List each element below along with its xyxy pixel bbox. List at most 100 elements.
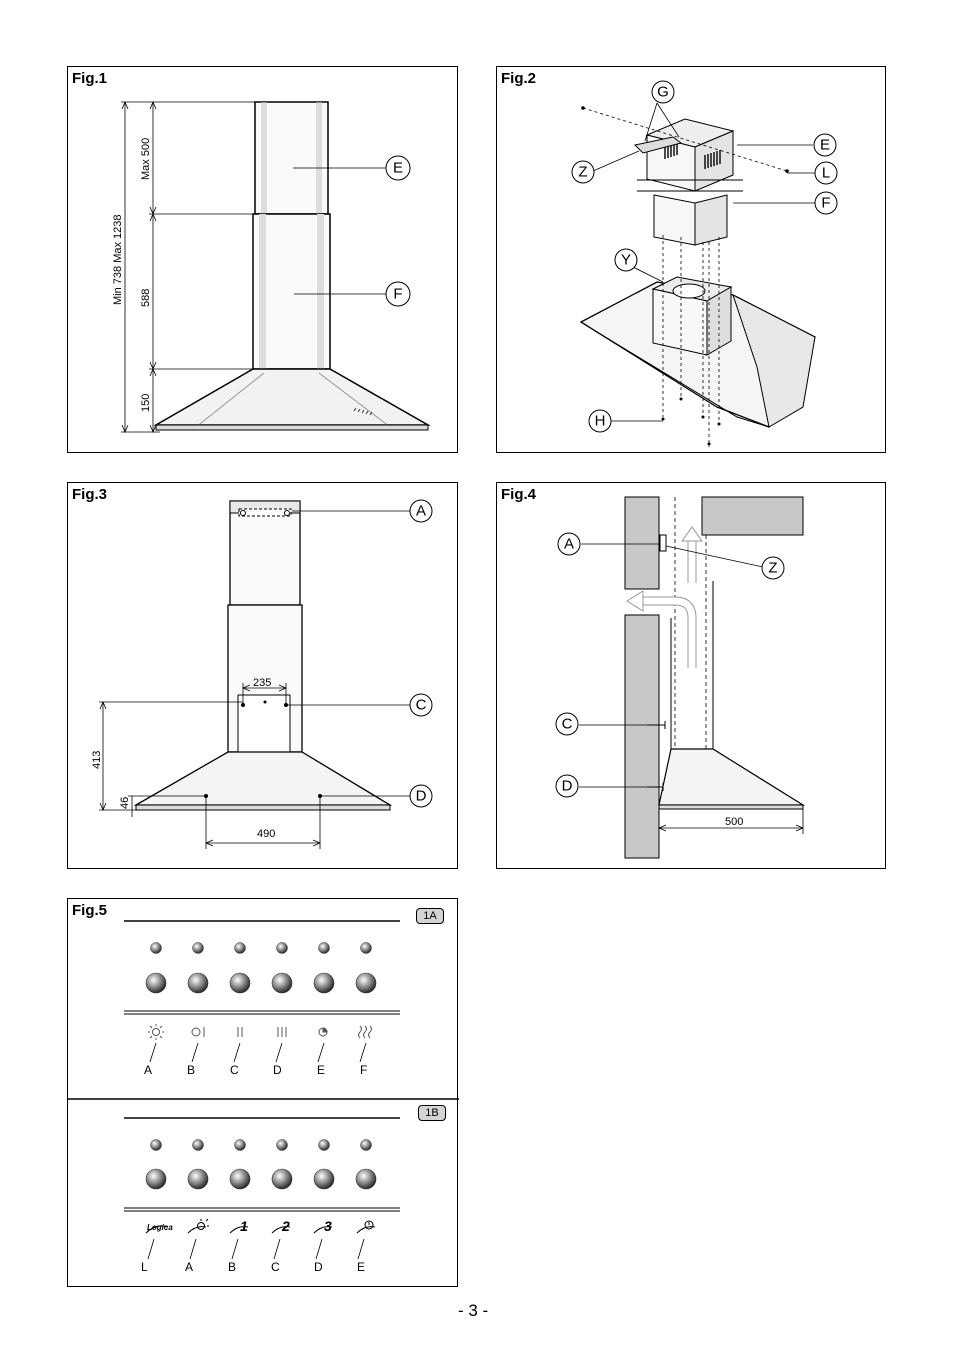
button-1a-f[interactable] <box>355 972 377 994</box>
speed-3-icon <box>277 1027 287 1037</box>
svg-text:G: G <box>657 84 669 101</box>
button-1a-d[interactable] <box>271 972 293 994</box>
fig5-panel: Fig.5 1A 1B <box>67 898 459 1287</box>
button-1b-d[interactable] <box>313 1168 335 1190</box>
label-1b-c: C <box>271 1260 280 1274</box>
button-1a-b[interactable] <box>187 972 209 994</box>
button-1b-c[interactable] <box>271 1168 293 1190</box>
dim-46: 46 <box>119 797 131 809</box>
label-1b-e: E <box>357 1260 365 1274</box>
button-1b-l[interactable] <box>145 1168 167 1190</box>
speed-1-icon <box>229 1226 249 1234</box>
fig2-callout-z: Z <box>571 160 595 184</box>
fig4-title: Fig.4 <box>501 486 537 503</box>
label-1b-l: L <box>141 1260 148 1274</box>
fig2-callout-e: E <box>813 133 837 157</box>
label-1a-a: A <box>144 1063 152 1077</box>
fig3-drawing: 235 413 46 490 A C D <box>91 499 433 849</box>
fig4-callout-c: C <box>555 712 579 736</box>
on-off-icon <box>191 1027 205 1037</box>
panel-1b-buttons <box>145 1168 377 1190</box>
svg-text:Z: Z <box>578 164 587 181</box>
timer-icon <box>356 1220 376 1234</box>
hood-body <box>153 368 431 426</box>
fig1-dimension-lines <box>121 100 328 434</box>
fig5-title: Fig.5 <box>72 902 108 919</box>
timer-icon <box>318 1027 328 1037</box>
fig1-panel: Fig.1 <box>67 66 458 453</box>
fig2-callout-h: H <box>588 409 612 433</box>
button-1b-b[interactable] <box>229 1168 251 1190</box>
svg-text:Z: Z <box>768 560 777 577</box>
badge-1b: 1B <box>418 1105 446 1121</box>
speed-3-digit: 3 <box>324 1218 332 1234</box>
svg-text:Y: Y <box>621 252 631 269</box>
speed-2-icon <box>237 1027 243 1037</box>
fig4-callout-a: A <box>557 532 581 556</box>
dim-500: 500 <box>725 816 743 828</box>
fig3-panel: Fig.3 235 4 <box>67 482 458 869</box>
button-1b-e[interactable] <box>355 1168 377 1190</box>
fig4-panel: Fig.4 500 <box>496 482 886 869</box>
fig2-callout-g: G <box>651 80 675 104</box>
speed-3-icon <box>313 1226 333 1234</box>
panel-1a-leds <box>150 942 372 954</box>
svg-text:E: E <box>393 160 403 177</box>
svg-text:D: D <box>416 788 427 805</box>
label-1a-f: F <box>360 1063 367 1077</box>
panel-1b-leds <box>150 1139 372 1151</box>
fig3-callout-d: D <box>409 784 433 808</box>
label-1a-c: C <box>230 1063 239 1077</box>
svg-text:A: A <box>564 536 574 553</box>
fig1-title: Fig.1 <box>72 70 108 87</box>
dim-588: 588 <box>140 289 152 307</box>
fig3-callout-a: A <box>409 499 433 523</box>
logica-icon: Logica <box>145 1223 173 1234</box>
fig3-dimension-lines <box>99 683 322 849</box>
svg-text:H: H <box>595 413 606 430</box>
fig1-drawing: Max 500 Min 738 Max 1238 588 150 E F <box>112 100 431 434</box>
svg-text:F: F <box>821 195 830 212</box>
fig4-callout-d: D <box>555 774 579 798</box>
label-1a-d: D <box>273 1063 282 1077</box>
fig5-drawing: A B C D E F Logic <box>68 920 459 1274</box>
label-1a-e: E <box>317 1063 325 1077</box>
light-icon <box>187 1218 209 1234</box>
dim-max-500: Max 500 <box>140 138 152 180</box>
logica-logo-text: Logica <box>147 1223 173 1232</box>
button-1a-e[interactable] <box>313 972 335 994</box>
fig2-panel: Fig.2 <box>496 66 886 453</box>
light-icon <box>148 1024 164 1040</box>
fig2-title: Fig.2 <box>501 70 537 87</box>
fig2-callout-l: L <box>814 161 838 185</box>
button-1a-c[interactable] <box>229 972 251 994</box>
heat-icon <box>358 1025 372 1039</box>
ceiling <box>701 496 804 536</box>
button-1a-a[interactable] <box>145 972 167 994</box>
dim-min-max: Min 738 Max 1238 <box>112 215 124 306</box>
button-1b-a[interactable] <box>187 1168 209 1190</box>
dim-150: 150 <box>140 394 152 412</box>
fig3-title: Fig.3 <box>72 486 108 503</box>
svg-text:F: F <box>393 286 402 303</box>
svg-text:L: L <box>822 165 830 182</box>
dim-413: 413 <box>91 751 103 769</box>
svg-text:E: E <box>820 137 830 154</box>
upper-chimney <box>254 101 329 215</box>
fig2-drawing: G E Z L F Y H <box>571 80 838 447</box>
fig2-callout-f: F <box>814 191 838 215</box>
fig2-callout-y: Y <box>614 248 638 272</box>
page-number: - 3 - <box>458 1301 489 1320</box>
label-1b-b: B <box>228 1260 236 1274</box>
wall-lower <box>624 614 660 859</box>
label-1a-b: B <box>187 1063 195 1077</box>
fig1-callout-f: F <box>385 281 411 307</box>
speed-2-digit: 2 <box>281 1218 290 1234</box>
fig4-drawing: 500 A Z C D <box>555 496 806 859</box>
speed-1-digit: 1 <box>240 1218 248 1234</box>
badge-1a: 1A <box>416 908 444 924</box>
fig3-callout-c: C <box>409 693 433 717</box>
svg-text:A: A <box>416 503 426 520</box>
fig4-callout-z: Z <box>761 556 785 580</box>
svg-text:C: C <box>416 697 427 714</box>
